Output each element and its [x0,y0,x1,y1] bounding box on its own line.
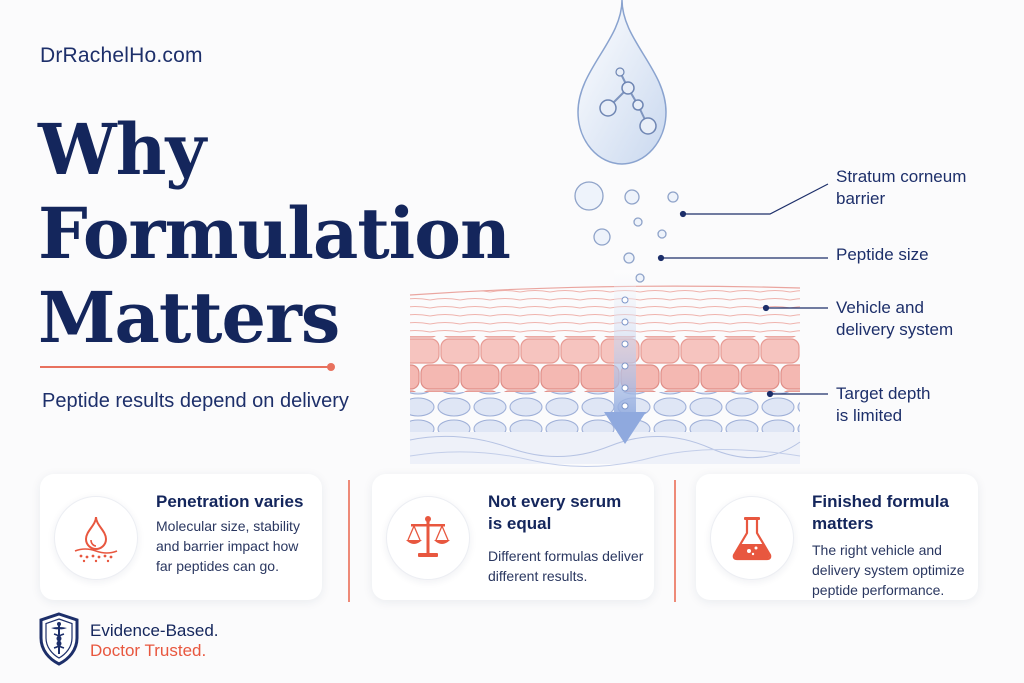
epidermis-lower-layer [410,364,800,392]
callout-stratum-corneum: Stratum corneum barrier [836,166,966,210]
shield-caduceus-icon [39,612,79,666]
card-text: Different formulas deliver different res… [488,546,643,586]
callout-text: Peptide size [836,245,929,264]
callout-text: barrier [836,189,886,208]
brand-logo-text: DrRachelHo.com [40,44,203,67]
card-title: Penetration varies [156,491,303,513]
serum-droplet-icon [577,0,667,165]
card-title-line: Not every serum [488,492,622,511]
title-line: Matters [38,276,340,359]
card-text: The right vehicle and delivery system op… [812,540,965,600]
balance-scale-icon [406,516,450,557]
page-title: Why Formulation Matters [38,108,558,360]
card-text-line: different results. [488,568,588,584]
card-title-line: matters [812,514,874,533]
title-underline-dot [327,363,335,371]
card-text-line: peptide performance. [812,582,945,598]
title-underline [40,366,330,368]
card-divider [674,480,676,602]
card-penetration: Penetration varies Molecular size, stabi… [40,474,322,600]
title-line: Formulation [38,192,511,275]
callout-vehicle-delivery: Vehicle and delivery system [836,297,953,341]
card-serum-equal: Not every serum is equal Different formu… [372,474,654,600]
stratum-corneum-layer [410,286,800,336]
subtitle: Peptide results depend on delivery [42,390,349,412]
card-title-line: Finished formula [812,492,949,511]
callout-pointers [657,183,829,398]
card-icon-circle [710,496,794,580]
card-text-line: delivery system optimize [812,562,965,578]
callout-peptide-size: Peptide size [836,244,929,266]
card-icon-circle [54,496,138,580]
card-title: Finished formula matters [812,491,949,535]
callout-target-depth: Target depth is limited [836,383,931,427]
callout-text: is limited [836,406,903,425]
flask-icon [732,517,772,561]
callout-text: Target depth [836,384,931,403]
card-text-line: and barrier impact how [156,538,299,554]
callout-text: Stratum corneum [836,167,967,186]
badge-line-evidence: Evidence-Based. [90,621,219,640]
skin-layers [409,285,801,467]
card-text-line: far peptides can go. [156,558,279,574]
card-text-line: Different formulas deliver [488,548,644,564]
droplet-skin-icon [74,516,118,563]
card-text-line: Molecular size, stability [156,518,300,534]
card-title: Not every serum is equal [488,491,621,535]
card-text: Molecular size, stability and barrier im… [156,516,300,576]
card-icon-circle [386,496,470,580]
card-divider [348,480,350,602]
epidermis-upper-layer [410,336,800,364]
skin-penetration-diagram [409,0,829,467]
penetration-arrow [604,270,646,444]
title-line: Why [38,108,206,191]
peptide-bubbles [574,181,679,283]
card-text-line: The right vehicle and [812,542,942,558]
card-title-line: Penetration varies [156,492,304,511]
card-title-line: is equal [488,514,552,533]
card-finished-formula: Finished formula matters The right vehic… [696,474,978,600]
callout-text: delivery system [836,320,954,339]
callout-text: Vehicle and [836,298,924,317]
badge-line-trusted: Doctor Trusted. [90,641,207,660]
